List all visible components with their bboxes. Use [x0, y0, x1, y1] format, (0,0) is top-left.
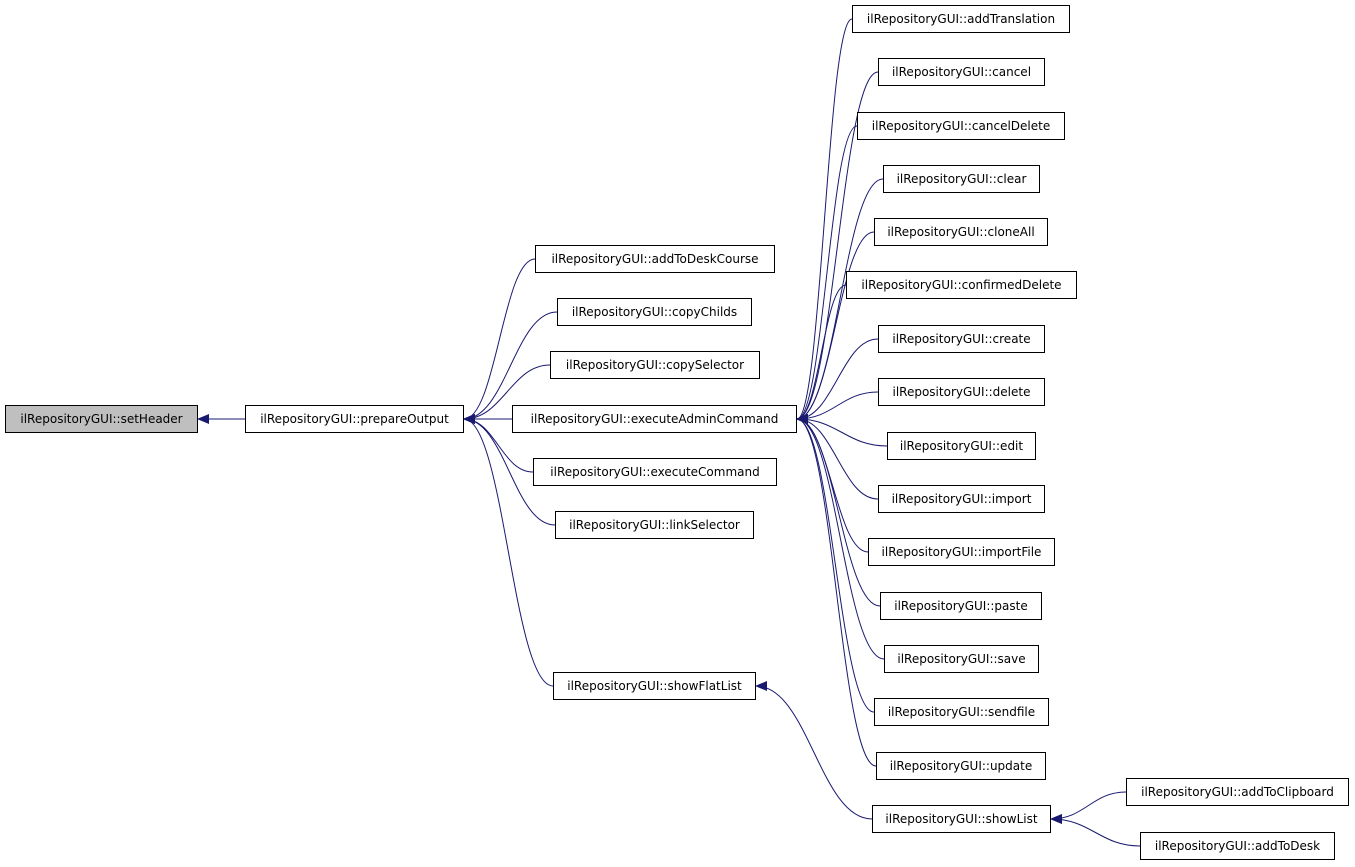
node-addToDeskCourse[interactable]: ilRepositoryGUI::addToDeskCourse [535, 245, 775, 273]
node-addToDesk[interactable]: ilRepositoryGUI::addToDesk [1140, 832, 1335, 860]
node-update[interactable]: ilRepositoryGUI::update [876, 752, 1046, 780]
node-executeCommand[interactable]: ilRepositoryGUI::executeCommand [533, 458, 777, 486]
edge-clear-to-executeAdminCommand [796, 178, 884, 424]
node-cancel[interactable]: ilRepositoryGUI::cancel [878, 58, 1045, 86]
node-addToClipboard[interactable]: ilRepositoryGUI::addToClipboard [1126, 778, 1349, 806]
node-copyChilds[interactable]: ilRepositoryGUI::copyChilds [557, 298, 752, 326]
node-save[interactable]: ilRepositoryGUI::save [884, 645, 1039, 673]
node-delete[interactable]: ilRepositoryGUI::delete [878, 378, 1045, 406]
node-sendfile[interactable]: ilRepositoryGUI::sendfile [874, 698, 1049, 726]
edge-addToClipboard-to-showList [1050, 791, 1127, 824]
node-showFlatList[interactable]: ilRepositoryGUI::showFlatList [553, 672, 756, 700]
node-importFile[interactable]: ilRepositoryGUI::importFile [868, 538, 1055, 566]
edge-copySelector-to-prepareOutput [463, 364, 551, 424]
edge-confirmedDelete-to-executeAdminCommand [796, 284, 847, 424]
node-clear[interactable]: ilRepositoryGUI::clear [883, 165, 1040, 193]
node-copySelector[interactable]: ilRepositoryGUI::copySelector [550, 351, 760, 379]
edge-copyChilds-to-prepareOutput [463, 311, 558, 424]
edge-paste-to-executeAdminCommand [796, 414, 881, 607]
node-create[interactable]: ilRepositoryGUI::create [878, 325, 1045, 353]
edge-addToDeskCourse-to-prepareOutput [463, 258, 536, 424]
edge-cancel-to-executeAdminCommand [796, 71, 879, 424]
edge-import-to-executeAdminCommand [796, 414, 879, 500]
edge-create-to-executeAdminCommand [796, 338, 879, 424]
edge-cloneAll-to-executeAdminCommand [796, 231, 875, 424]
edge-edit-to-executeAdminCommand [796, 414, 888, 447]
node-executeAdminCommand[interactable]: ilRepositoryGUI::executeAdminCommand [512, 405, 797, 433]
node-linkSelector[interactable]: ilRepositoryGUI::linkSelector [555, 511, 754, 539]
edge-importFile-to-executeAdminCommand [796, 414, 869, 553]
edge-cancelDelete-to-executeAdminCommand [796, 125, 858, 424]
node-setHeader: ilRepositoryGUI::setHeader [5, 405, 198, 433]
node-import[interactable]: ilRepositoryGUI::import [878, 485, 1045, 513]
edge-addToDesk-to-showList [1050, 814, 1141, 847]
node-cloneAll[interactable]: ilRepositoryGUI::cloneAll [874, 218, 1048, 246]
edge-addTranslation-to-executeAdminCommand [796, 18, 853, 424]
node-prepareOutput[interactable]: ilRepositoryGUI::prepareOutput [245, 405, 464, 433]
node-edit[interactable]: ilRepositoryGUI::edit [887, 432, 1036, 460]
edge-showFlatList-to-prepareOutput [463, 414, 554, 687]
edge-linkSelector-to-prepareOutput [463, 414, 556, 526]
edge-showList-to-showFlatList [755, 681, 873, 820]
edge-save-to-executeAdminCommand [796, 414, 885, 660]
edge-update-to-executeAdminCommand [796, 414, 877, 767]
edge-sendfile-to-executeAdminCommand [796, 414, 875, 713]
node-confirmedDelete[interactable]: ilRepositoryGUI::confirmedDelete [846, 271, 1077, 299]
node-paste[interactable]: ilRepositoryGUI::paste [880, 592, 1042, 620]
node-cancelDelete[interactable]: ilRepositoryGUI::cancelDelete [857, 112, 1065, 140]
node-showList[interactable]: ilRepositoryGUI::showList [872, 805, 1051, 833]
node-addTranslation[interactable]: ilRepositoryGUI::addTranslation [852, 5, 1070, 33]
